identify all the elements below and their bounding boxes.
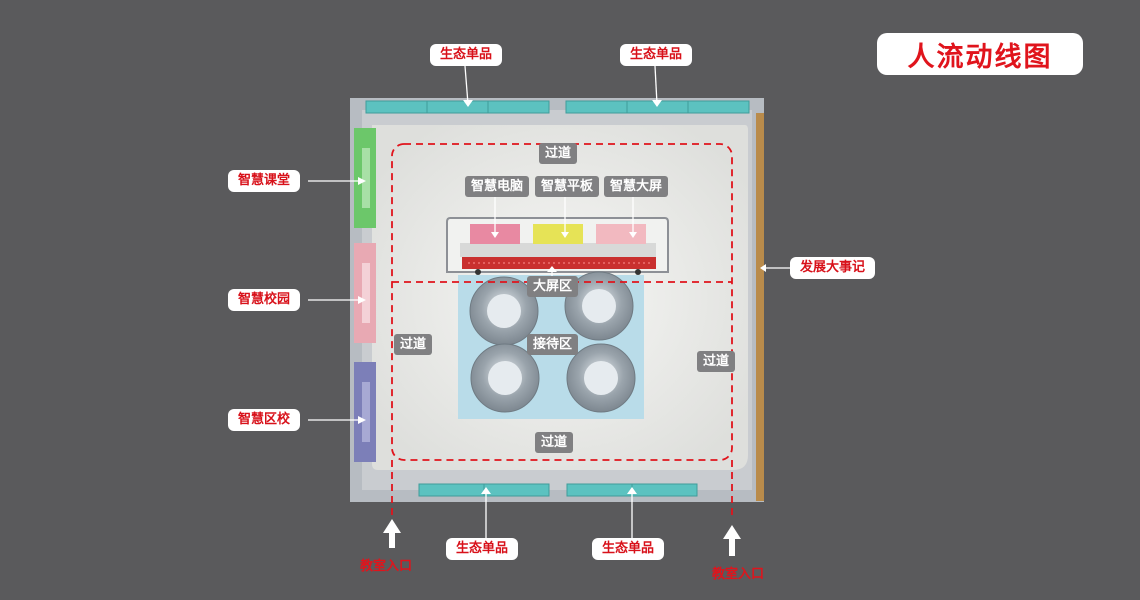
smart-tablet-device: [533, 224, 583, 244]
zone-corridor-left: 过道: [394, 334, 433, 355]
history-wall-strip: [756, 113, 764, 501]
entrance-label-left: 教室入口: [360, 559, 413, 574]
zone-corridor-top: 过道: [539, 143, 578, 164]
connector-arrows: [358, 100, 766, 494]
callout-eco-products-bottom-left: 生态单品: [446, 538, 519, 560]
entrance-label-right: 教室入口: [712, 567, 765, 582]
label-smart-tablet: 智慧平板: [535, 176, 600, 197]
entrance-arrows: [383, 519, 741, 556]
callout-development-milestones: 发展大事记: [790, 257, 876, 279]
callout-eco-products-top-right: 生态单品: [620, 44, 693, 66]
reception-tables: [469, 271, 636, 413]
zone-corridor-bottom: 过道: [535, 432, 574, 453]
callout-eco-products-top-left: 生态单品: [430, 44, 503, 66]
label-smart-screen: 智慧大屏: [604, 176, 669, 197]
callout-eco-products-bottom-right: 生态单品: [592, 538, 665, 560]
zone-screen-area: 大屏区: [527, 276, 579, 297]
diagram-title: 人流动线图: [877, 33, 1083, 75]
callout-smart-campus: 智慧校园: [228, 289, 301, 311]
top-cabinets: [365, 100, 750, 114]
callout-smart-classroom: 智慧课堂: [228, 170, 301, 192]
zone-reception-area: 接待区: [527, 334, 579, 355]
callout-smart-district: 智慧区校: [228, 409, 301, 431]
label-smart-computer: 智慧电脑: [465, 176, 530, 197]
smart-screen-device: [596, 224, 646, 244]
zone-corridor-right: 过道: [697, 351, 736, 372]
display-platform: [446, 217, 669, 275]
